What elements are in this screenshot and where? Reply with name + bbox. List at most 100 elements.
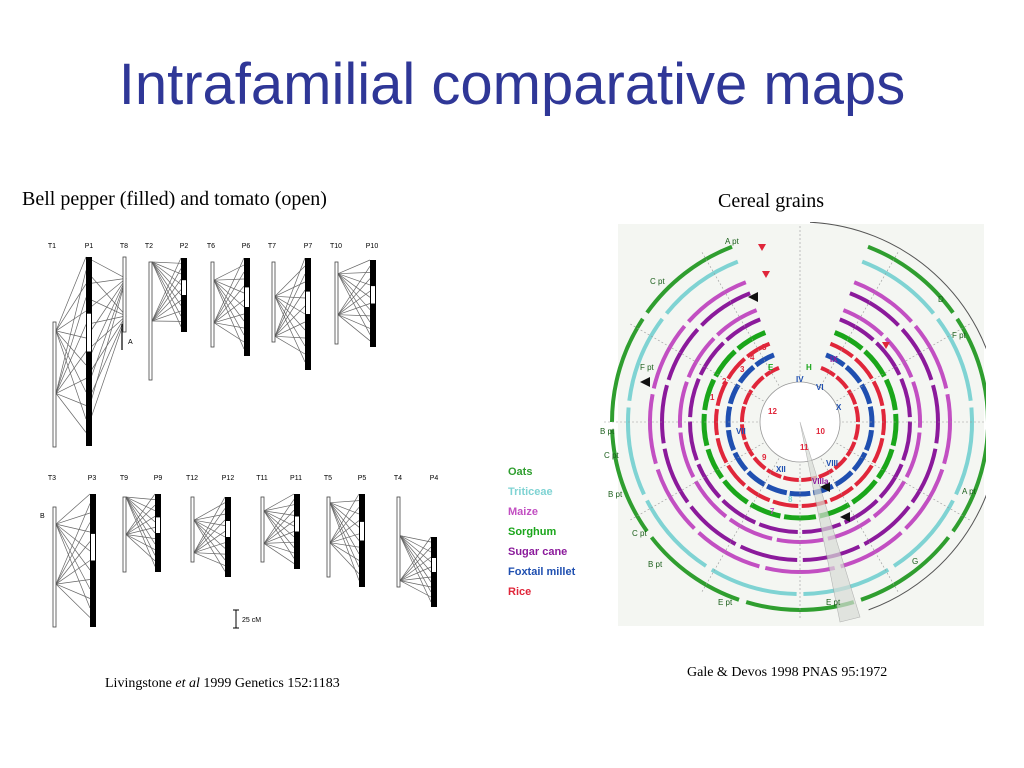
- genome-ring-segment: [739, 544, 798, 562]
- homology-line: [213, 279, 245, 294]
- homology-line: [399, 535, 432, 563]
- genome-ring-segment: [701, 413, 710, 447]
- genome-ring-segment: [859, 383, 873, 405]
- genome-ring-segment: [851, 479, 878, 505]
- chromosome-label: T7: [268, 243, 276, 250]
- genome-ring-segment: [839, 317, 875, 342]
- genome-ring-segment: [754, 352, 775, 368]
- genome-ring-segment: [693, 480, 728, 519]
- radial-spoke: [701, 252, 780, 386]
- pepper-centromere: [87, 313, 91, 352]
- cereal-caption: Cereal grains: [718, 190, 825, 212]
- homology-line: [213, 278, 245, 281]
- genome-ring-segment: [726, 357, 747, 380]
- genome-ring-segment: [716, 308, 758, 337]
- genome-ring-segment: [651, 324, 687, 389]
- genome-ring-segment: [853, 464, 874, 487]
- genome-ring-segment: [825, 352, 846, 368]
- genome-ring-segment: [697, 531, 760, 569]
- homology-line: [85, 297, 127, 317]
- homology-line: [55, 579, 91, 585]
- legend-entry: Triticeae: [508, 486, 553, 498]
- chromosome-label: P1: [85, 243, 94, 250]
- tomato-chromosome: [326, 496, 331, 578]
- genome-ring-segment: [725, 317, 761, 342]
- inner-ring-label: IX: [830, 355, 838, 364]
- homology-line: [329, 542, 360, 561]
- genome-ring-segment: [662, 448, 690, 504]
- chromosome-label: T12: [186, 475, 198, 482]
- tomato-chromosome: [148, 261, 153, 381]
- genome-ring-segment: [752, 456, 767, 471]
- tomato-chromosome: [52, 321, 57, 448]
- homology-line: [151, 261, 182, 285]
- homology-line: [125, 496, 156, 523]
- homology-line: [337, 273, 371, 286]
- homology-line: [399, 535, 432, 573]
- homology-line: [193, 519, 226, 538]
- homology-line: [213, 313, 245, 324]
- homology-line: [329, 502, 360, 528]
- pepper-centromere: [245, 287, 249, 307]
- genome-ring-segment: [655, 468, 696, 530]
- homology-line: [213, 257, 245, 323]
- pepper-centromere: [306, 291, 310, 314]
- homology-line: [213, 322, 245, 329]
- pepper-centromere: [371, 286, 375, 304]
- homology-line: [337, 259, 371, 275]
- genome-ring-segment: [678, 432, 696, 479]
- inner-ring-label: 11: [800, 443, 809, 452]
- homology-line: [193, 552, 226, 555]
- homology-line: [55, 324, 87, 394]
- genome-ring-segment: [845, 441, 857, 457]
- homology-line: [193, 502, 226, 521]
- red-arrowhead: [882, 342, 890, 349]
- inner-ring-label: VII: [736, 427, 746, 436]
- genome-ring-segment: [749, 502, 781, 519]
- genome-ring-segment: [876, 448, 895, 480]
- chromosome-label: P11: [290, 475, 302, 482]
- inner-ring-label: X: [836, 403, 842, 412]
- citation-et-al: et al: [175, 676, 200, 691]
- pepper-centromere: [226, 521, 230, 537]
- genome-ring-segment: [844, 364, 863, 384]
- homology-line: [337, 273, 371, 298]
- homology-line: [337, 266, 371, 315]
- inner-ring-label: IV: [796, 375, 804, 384]
- chromosome-label: T1: [48, 243, 56, 250]
- pepper-centromere: [156, 517, 160, 533]
- chromosome-label: T9: [120, 475, 128, 482]
- genome-ring-segment: [687, 421, 699, 461]
- genome-ring-segment: [789, 490, 811, 497]
- homology-line: [329, 520, 360, 543]
- genome-ring-segment: [743, 441, 755, 457]
- inner-ring-label: 10: [816, 427, 825, 436]
- homology-line: [193, 519, 226, 549]
- chromosome-label: P10: [366, 243, 379, 250]
- homology-line: [55, 351, 87, 394]
- homology-line: [125, 496, 156, 534]
- genome-ring-segment: [736, 330, 767, 351]
- inner-ring-label: 7: [770, 507, 775, 516]
- genome-ring-segment: [727, 383, 741, 405]
- outer-ring-label: F pt: [952, 331, 967, 340]
- genome-ring-segment: [677, 381, 689, 428]
- genome-ring-segment: [881, 408, 887, 436]
- genome-ring-segment: [764, 366, 780, 378]
- pepper-centromere: [91, 533, 95, 561]
- homology-line: [274, 265, 306, 297]
- legend-entry: Sorghum: [508, 526, 556, 538]
- homology-line: [85, 278, 127, 393]
- radial-spoke: [820, 458, 899, 592]
- radial-spoke: [820, 252, 899, 386]
- homology-line: [125, 534, 156, 539]
- citation-journal: 1999 Genetics 152:1183: [199, 676, 340, 691]
- tomato-chromosome: [271, 261, 276, 343]
- genome-ring-segment: [901, 421, 913, 461]
- pepper-centromere: [182, 280, 186, 295]
- genome-ring-segment: [842, 308, 884, 337]
- radial-spoke: [630, 442, 764, 521]
- outer-ring-label: A pt: [962, 487, 977, 496]
- homology-line: [55, 583, 91, 599]
